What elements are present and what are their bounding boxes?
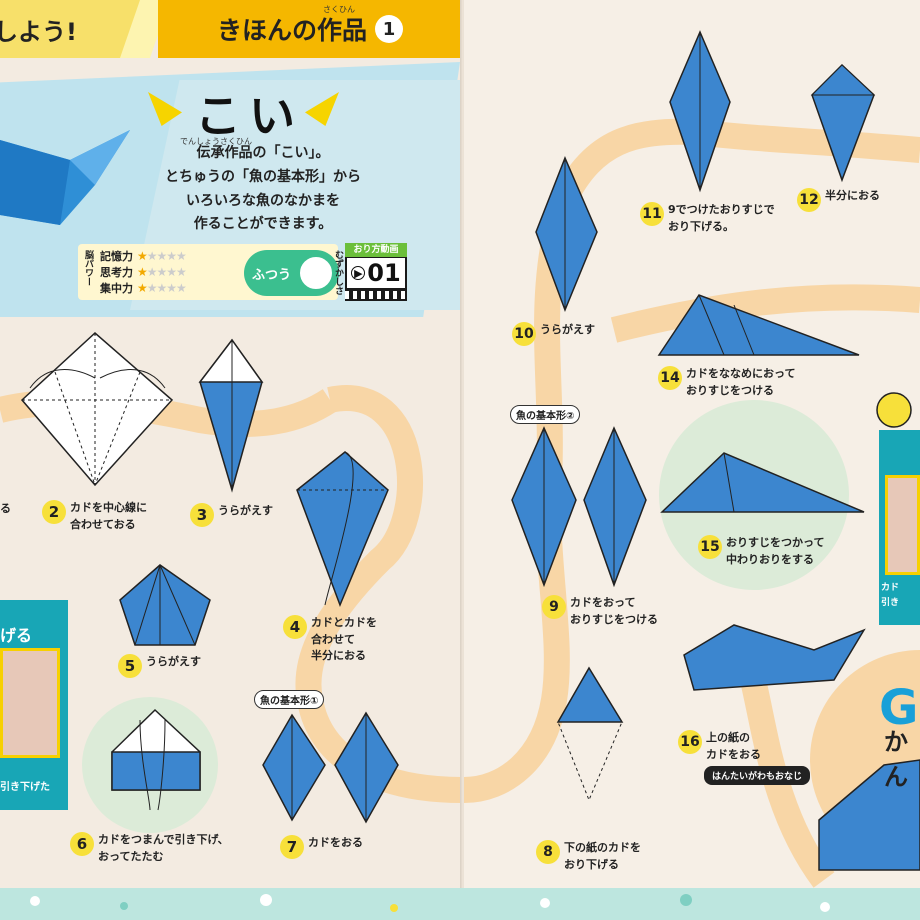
step-number: 7	[280, 835, 304, 859]
step-2: 2 カドを中心線に合わせておる	[42, 500, 147, 533]
step-6: 6 カドをつまんで引き下げ、おってたたむ	[70, 832, 229, 865]
step-number: 3	[190, 503, 214, 527]
step-number: 14	[658, 366, 682, 390]
step-number: 9	[542, 595, 566, 619]
step-14: 14 カドをななめにおっておりすじをつける	[658, 366, 795, 399]
right-tip-caption-2: 引き	[881, 595, 899, 608]
step-text: 半分におる	[311, 648, 377, 665]
step-number: 5	[118, 654, 142, 678]
step-8: 8 下の紙のカドをおり下げる	[536, 840, 641, 873]
step-text: うらがえす	[218, 503, 273, 520]
step-text: おりすじをつかって	[726, 535, 824, 552]
step-number: 16	[678, 730, 702, 754]
step-text: カドをななめにおって	[686, 366, 795, 383]
goal-subtitle: かん	[884, 722, 920, 792]
step-4: 4 カドとカドを合わせて半分におる	[283, 615, 377, 665]
step-text: 9でつけたおりすじで	[668, 202, 775, 219]
step-text: おってたたむ	[98, 849, 229, 866]
step-11: 11 9でつけたおりすじでおり下げる。	[640, 202, 775, 235]
step-text: 合わせて	[311, 632, 377, 649]
step-text: おりすじをつける	[570, 612, 658, 629]
step-12: 12 半分におる	[797, 188, 880, 212]
step-15: 15 おりすじをつかって中わりおりをする	[698, 535, 824, 568]
origami-diagrams-right	[464, 0, 920, 920]
step-text: うらがえす	[540, 322, 595, 339]
tip-photo	[0, 648, 60, 758]
step-10: 10 うらがえす	[512, 322, 595, 346]
step-text: おり下げる	[564, 857, 641, 874]
left-page: しよう! きほんの作品 1 さくひん こい 伝承作品の「こい」。 とちゅうの「魚…	[0, 0, 462, 920]
origami-diagrams	[0, 0, 462, 920]
footer-pattern	[0, 888, 920, 920]
step-text: カドをおる	[308, 835, 363, 852]
left-tip-card: げる 引き下げた	[0, 600, 68, 810]
brain-mascot-icon	[874, 390, 914, 430]
step-text: おり下げる。	[668, 219, 775, 236]
step-16: 16 上の紙のカドをおる	[678, 730, 761, 763]
step-number: 10	[512, 322, 536, 346]
left-tip-caption: 引き下げた	[0, 778, 50, 793]
step-text: 半分におる	[825, 188, 880, 205]
step-text: 下の紙のカドを	[564, 840, 641, 857]
tip-photo	[885, 475, 920, 575]
step-text: 上の紙の	[706, 730, 761, 747]
step-text: カドをおって	[570, 595, 658, 612]
right-tip-card: カド 引き	[879, 430, 920, 625]
step-text: カドとカドを	[311, 615, 377, 632]
step-5: 5 うらがえす	[118, 654, 201, 678]
basic-form-2-label: 魚の基本形②	[510, 405, 580, 424]
step-number: 8	[536, 840, 560, 864]
step-number: 15	[698, 535, 722, 559]
basic-form-1-label: 魚の基本形①	[254, 690, 324, 709]
step-number: 2	[42, 500, 66, 524]
step-number: 11	[640, 202, 664, 226]
left-partial-text: る	[0, 500, 11, 516]
step-text: カドを中心線に	[70, 500, 147, 517]
right-page: 11 9でつけたおりすじでおり下げる。 12 半分におる 10 うらがえす 14…	[464, 0, 920, 920]
step-text: うらがえす	[146, 654, 201, 671]
step-text: 合わせておる	[70, 517, 147, 534]
left-tip-title: げる	[0, 622, 32, 646]
step-number: 6	[70, 832, 94, 856]
step-text: おりすじをつける	[686, 383, 795, 400]
step-9: 9 カドをおっておりすじをつける	[542, 595, 658, 628]
step-number: 12	[797, 188, 821, 212]
right-tip-caption-1: カド	[881, 580, 899, 593]
step-text: カドをおる	[706, 747, 761, 764]
same-on-other-side-badge: はんたいがわもおなじ	[704, 766, 810, 785]
step-text: カドをつまんで引き下げ、	[98, 832, 229, 849]
step-number: 4	[283, 615, 307, 639]
step-text: 中わりおりをする	[726, 552, 824, 569]
step-7: 7 カドをおる	[280, 835, 363, 859]
step-3: 3 うらがえす	[190, 503, 273, 527]
